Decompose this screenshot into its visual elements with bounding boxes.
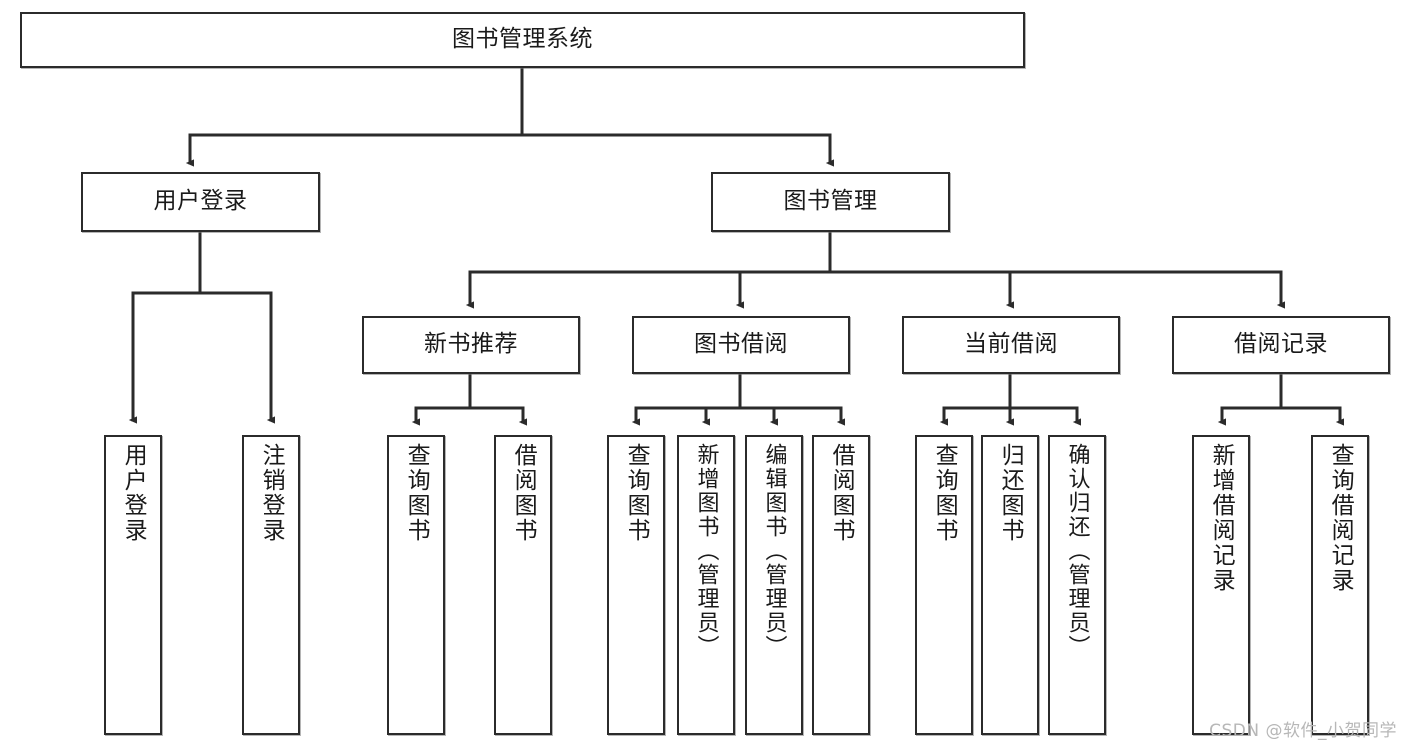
node-new-book-recommend[interactable]: 新书推荐 <box>362 316 580 374</box>
node-leaf-add-borrow-record[interactable]: 新增借阅记录 <box>1192 435 1250 735</box>
node-book-manage[interactable]: 图书管理 <box>711 172 950 232</box>
node-label: 借阅图书 <box>828 443 855 543</box>
watermark-text: CSDN @软件_小贺同学 <box>1209 721 1397 741</box>
node-label: 查询图书 <box>403 443 430 543</box>
node-root-system[interactable]: 图书管理系统 <box>20 12 1025 68</box>
node-leaf-edit-book-admin[interactable]: 编辑图书（管理员） <box>745 435 803 735</box>
node-leaf-query-book-2[interactable]: 查询图书 <box>607 435 665 735</box>
node-leaf-query-book-1[interactable]: 查询图书 <box>387 435 445 735</box>
node-current-borrow[interactable]: 当前借阅 <box>902 316 1120 374</box>
node-label: 借阅图书 <box>510 443 537 543</box>
node-label: 借阅记录 <box>1234 331 1328 358</box>
node-leaf-query-borrow-record[interactable]: 查询借阅记录 <box>1311 435 1369 735</box>
node-leaf-return-book[interactable]: 归还图书 <box>981 435 1039 735</box>
node-label: 查询图书 <box>623 443 650 543</box>
node-label: 新书推荐 <box>424 331 518 358</box>
node-label: 编辑图书（管理员） <box>761 443 787 659</box>
node-leaf-logout-login[interactable]: 注销登录 <box>242 435 300 735</box>
node-label: 查询借阅记录 <box>1327 443 1354 593</box>
node-label: 归还图书 <box>997 443 1024 543</box>
node-leaf-add-book-admin[interactable]: 新增图书（管理员） <box>677 435 735 735</box>
node-label: 新增图书（管理员） <box>693 443 719 659</box>
node-book-borrow[interactable]: 图书借阅 <box>632 316 850 374</box>
node-label: 用户登录 <box>120 443 147 543</box>
node-leaf-borrow-book-2[interactable]: 借阅图书 <box>812 435 870 735</box>
node-borrow-record[interactable]: 借阅记录 <box>1172 316 1390 374</box>
node-label: 注销登录 <box>258 443 285 543</box>
node-leaf-user-login[interactable]: 用户登录 <box>104 435 162 735</box>
node-label: 确认归还（管理员） <box>1064 443 1090 659</box>
node-label: 当前借阅 <box>964 331 1058 358</box>
node-leaf-confirm-return-admin[interactable]: 确认归还（管理员） <box>1048 435 1106 735</box>
node-leaf-query-book-3[interactable]: 查询图书 <box>915 435 973 735</box>
node-label: 图书借阅 <box>694 331 788 358</box>
node-user-login[interactable]: 用户登录 <box>81 172 320 232</box>
node-leaf-borrow-book-1[interactable]: 借阅图书 <box>494 435 552 735</box>
node-label: 图书管理 <box>783 188 878 215</box>
node-label: 新增借阅记录 <box>1208 443 1235 593</box>
node-label: 图书管理系统 <box>452 26 593 53</box>
node-label: 查询图书 <box>931 443 958 543</box>
node-label: 用户登录 <box>153 188 248 215</box>
